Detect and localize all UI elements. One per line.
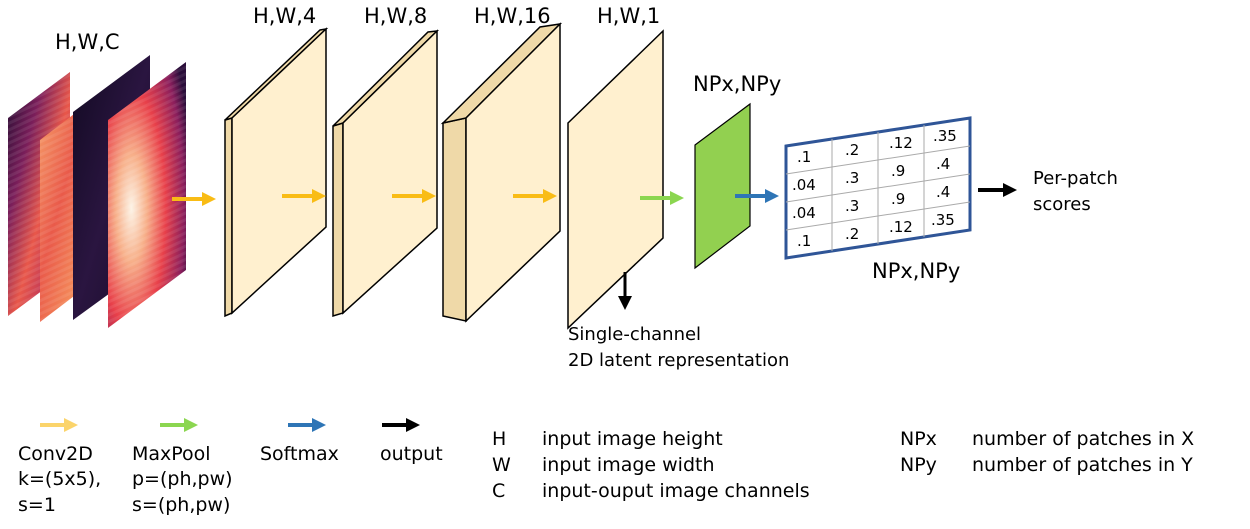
maxpool-layer [694, 102, 751, 270]
definition-meaning-npx: number of patches in X [972, 428, 1195, 450]
pool-dims-label: NPx,NPy [693, 72, 782, 96]
conv-arrow-1 [172, 192, 216, 206]
legend-output-arrow [382, 418, 420, 432]
score-grid [784, 116, 972, 260]
definition-symbol-npy: NPy [900, 454, 937, 476]
conv-layer-3 [440, 22, 563, 323]
legend-conv2d-arrow [40, 418, 78, 432]
legend-conv2d-kernel: k=(5x5), [18, 468, 102, 490]
output-label-line2: scores [1033, 194, 1091, 215]
latent-label-line2: 2D latent representation [568, 350, 790, 371]
softmax-arrow [735, 189, 779, 203]
definition-meaning-npy: number of patches in Y [972, 454, 1193, 476]
grid-cell: .2 [845, 225, 860, 243]
grid-cell: .35 [931, 211, 955, 229]
definition-meaning-c: input-ouput image channels [542, 480, 810, 502]
grid-cell: .1 [797, 148, 812, 166]
definition-meaning-w: input image width [542, 454, 715, 476]
grid-cell: .35 [933, 127, 957, 145]
grid-cell: .12 [889, 134, 913, 152]
definition-symbol-h: H [492, 428, 507, 450]
grid-cell: .04 [792, 176, 816, 194]
legend-maxpool-name: MaxPool [132, 443, 211, 465]
input-image-stack [8, 55, 186, 328]
grid-cell: .9 [891, 190, 906, 208]
conv-layer-4 [567, 29, 664, 330]
conv-arrow-2 [282, 189, 326, 203]
legend-maxpool-pool: p=(ph,pw) [132, 468, 233, 490]
conv-arrow-3 [392, 189, 436, 203]
latent-label-line1: Single-channel [568, 324, 702, 345]
grid-cell: .04 [792, 204, 816, 222]
conv1-dims-label: H,W,4 [253, 4, 317, 28]
output-label-line1: Per-patch [1033, 168, 1118, 189]
definition-symbol-c: C [492, 480, 506, 502]
maxpool-arrow [640, 191, 684, 205]
legend-maxpool-stride: s=(ph,pw) [132, 494, 231, 516]
grid-cell: .2 [845, 141, 860, 159]
legend-softmax-name: Softmax [260, 443, 339, 465]
conv2-dims-label: H,W,8 [364, 4, 428, 28]
grid-cell: .3 [845, 169, 860, 187]
legend-conv2d-name: Conv2D [18, 443, 93, 465]
grid-cell: .9 [891, 162, 906, 180]
conv-layer-1 [224, 27, 329, 318]
grid-cell: .12 [889, 218, 913, 236]
grid-cell: .4 [936, 155, 951, 173]
legend-maxpool-arrow [160, 418, 198, 432]
legend-output-name: output [380, 443, 443, 465]
definition-meaning-h: input image height [542, 428, 723, 450]
input-dims-label: H,W,C [55, 30, 120, 54]
definition-symbol-npx: NPx [900, 428, 937, 450]
legend-conv2d-stride: s=1 [18, 494, 56, 516]
scores-dims-label: NPx,NPy [872, 259, 961, 283]
legend-softmax-arrow [288, 418, 326, 432]
conv3-dims-label: H,W,16 [474, 4, 551, 28]
conv4-dims-label: H,W,1 [597, 4, 661, 28]
definition-symbol-w: W [492, 454, 511, 476]
grid-cell: .4 [936, 183, 951, 201]
output-arrow [978, 183, 1017, 197]
grid-cell: .3 [845, 197, 860, 215]
latent-arrow [618, 272, 632, 310]
conv-arrow-4 [513, 189, 557, 203]
grid-cell: .1 [797, 232, 812, 250]
conv-layer-2 [332, 29, 440, 318]
